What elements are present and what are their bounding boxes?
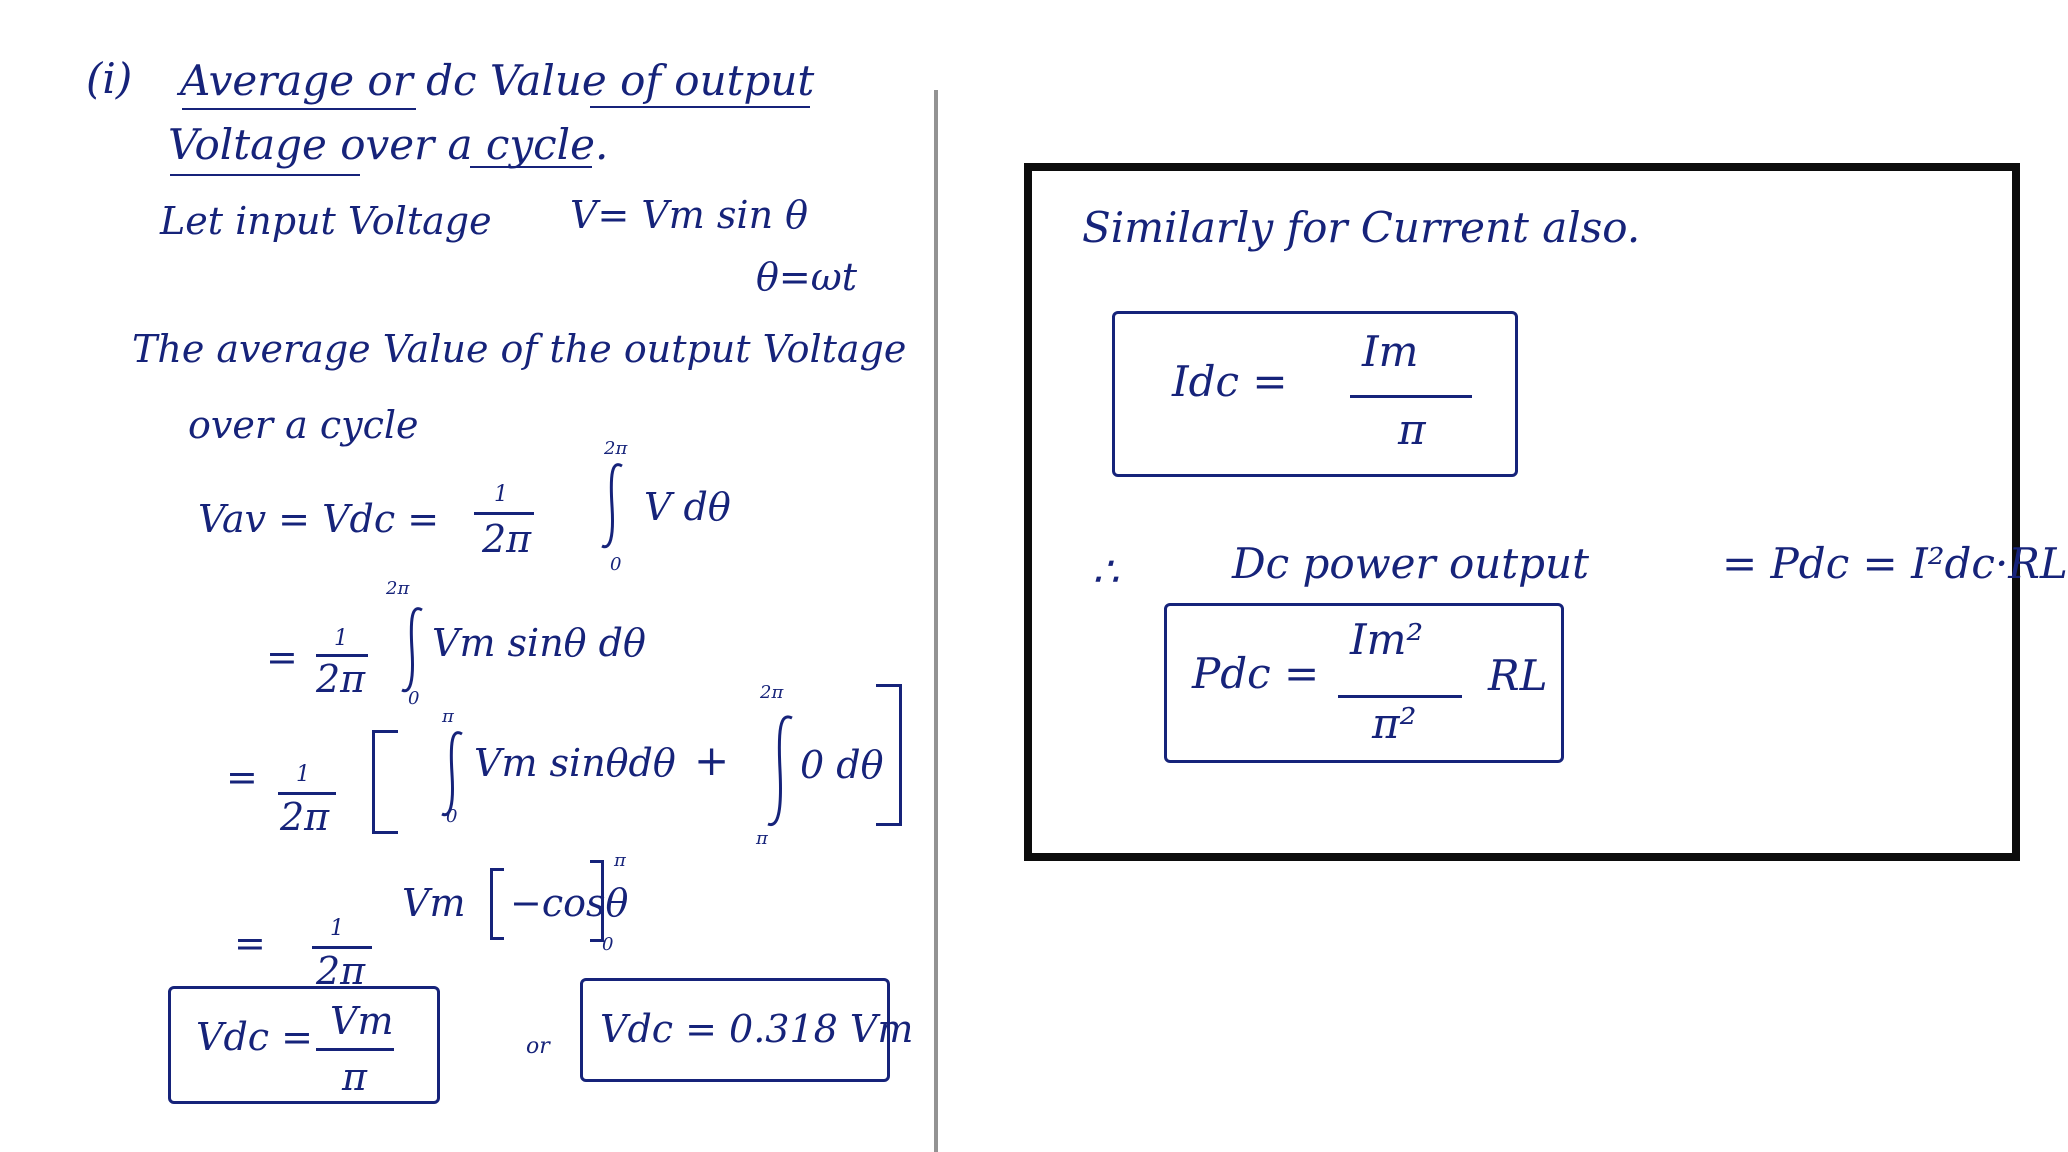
- eq2-frac-line: [316, 654, 368, 657]
- eq3-left-bracket: [372, 730, 398, 834]
- eq2-integral-sign: [401, 607, 423, 693]
- heading-underline-cycle: [470, 166, 592, 168]
- eq2-frac-den: 2π: [316, 657, 366, 701]
- page-divider: [934, 90, 938, 1152]
- description-line-1: The average Value of the output Voltage: [132, 327, 907, 371]
- idc-frac-line: [1350, 395, 1472, 398]
- intro-text: Similarly for Current also.: [1082, 203, 1641, 252]
- eq3-upper-limit-1: π: [442, 706, 454, 727]
- eq4-frac-den: 2π: [316, 949, 366, 993]
- power-output-text: Dc power output: [1232, 539, 1589, 588]
- eq3-lower-limit-2: π: [756, 828, 768, 849]
- eq3-lower-limit-1: 0: [446, 806, 458, 827]
- pdc-lhs: Pdc =: [1192, 649, 1320, 698]
- let-input-text: Let input Voltage: [160, 199, 492, 243]
- idc-den: π: [1398, 405, 1426, 454]
- eq1-frac-line: [474, 512, 534, 515]
- eq3-integrand-1: Vm sinθdθ: [474, 741, 676, 785]
- eq1-frac-num: 1: [494, 482, 508, 507]
- eq4-right-bracket: [590, 860, 604, 942]
- eq1-lower-limit: 0: [610, 554, 622, 575]
- idc-lhs: Idc =: [1172, 357, 1288, 406]
- notes-panel-right: Similarly for Current also. Idc = Im π ∴…: [1024, 163, 2068, 861]
- eq1-upper-limit: 2π: [604, 438, 628, 459]
- eq2-integrand: Vm sinθ dθ: [432, 621, 646, 665]
- result-vdc-den: π: [342, 1055, 367, 1099]
- result-vdc-num: Vm: [330, 999, 394, 1043]
- eq3-right-bracket: [876, 684, 902, 826]
- result-vdc-numeric-box: [580, 978, 890, 1082]
- eq3-integral-sign-2: [767, 715, 793, 827]
- pdc-den: π²: [1372, 699, 1417, 748]
- section-number: (i): [86, 54, 133, 103]
- heading-line-1: Average or dc Value of output: [180, 56, 815, 105]
- eq3-frac-line: [278, 792, 336, 795]
- input-voltage-equation: V= Vm sin θ: [570, 193, 809, 237]
- result-vdc-numeric: Vdc = 0.318 Vm: [600, 1007, 914, 1051]
- eq3-frac-num: 1: [296, 762, 310, 787]
- eq4-coefficient: Vm: [402, 881, 466, 925]
- eq4-lower-limit: 0: [602, 934, 614, 955]
- pdc-num: Im²: [1350, 615, 1424, 664]
- heading-underline-output: [590, 106, 810, 108]
- heading-line-2: Voltage over a cycle.: [168, 120, 609, 169]
- eq3-equals: =: [226, 755, 258, 799]
- heading-underline-average: [182, 108, 416, 110]
- eq3-integrand-2: 0 dθ: [800, 743, 884, 787]
- idc-box: [1112, 311, 1518, 477]
- or-text: or: [526, 1034, 550, 1059]
- pdc-suffix: RL: [1488, 651, 1548, 700]
- eq1-integrand: V dθ: [644, 485, 731, 529]
- pdc-box: [1164, 603, 1564, 763]
- eq3-upper-limit-2: 2π: [760, 682, 784, 703]
- eq3-integral-sign-1: [441, 731, 463, 817]
- eq1-integral-sign: [601, 463, 623, 549]
- power-output-equation: = Pdc = I²dc·RL: [1722, 539, 2068, 588]
- eq1-frac-den: 2π: [482, 517, 532, 561]
- eq1-lhs: Vav = Vdc =: [198, 497, 440, 541]
- pdc-frac-line: [1338, 695, 1462, 698]
- result-vdc-box: [168, 986, 440, 1104]
- eq4-frac-num: 1: [330, 916, 344, 941]
- eq2-frac-num: 1: [334, 626, 348, 651]
- description-line-2: over a cycle: [188, 403, 419, 447]
- theta-definition: θ=ωt: [756, 255, 857, 299]
- eq4-frac-line: [312, 946, 372, 949]
- result-vdc-frac-line: [316, 1048, 394, 1051]
- heading-underline-voltage: [170, 174, 360, 176]
- eq4-left-bracket: [490, 868, 504, 940]
- eq3-frac-den: 2π: [280, 795, 330, 839]
- eq4-equals: =: [234, 921, 266, 965]
- notes-page-left: (i) Average or dc Value of output Voltag…: [0, 0, 934, 1152]
- eq3-plus: +: [694, 736, 730, 785]
- eq2-upper-limit: 2π: [386, 578, 410, 599]
- therefore-symbol: ∴: [1092, 547, 1119, 596]
- idc-num: Im: [1362, 327, 1419, 376]
- result-vdc-lhs: Vdc =: [196, 1015, 313, 1059]
- eq2-equals: =: [266, 635, 298, 679]
- eq4-bracket-content: −cosθ: [510, 881, 629, 925]
- eq4-upper-limit: π: [614, 850, 626, 871]
- eq2-lower-limit: 0: [408, 688, 420, 709]
